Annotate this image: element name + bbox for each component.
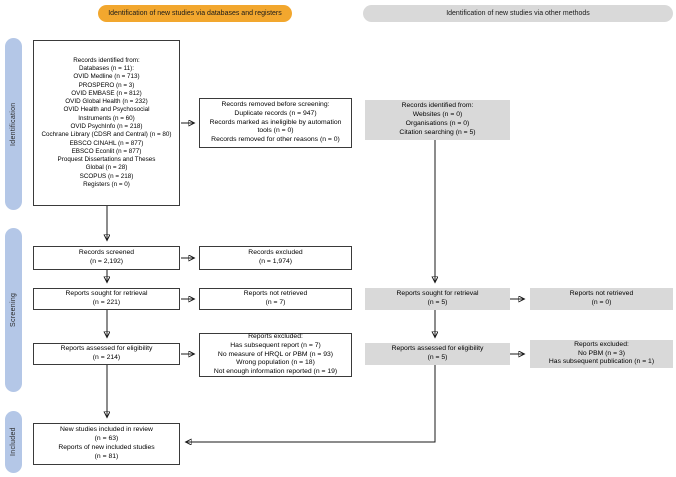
stage-label-identification: Identification <box>5 38 22 210</box>
box-reports-sought-databases: Reports sought for retrieval (n = 221) <box>33 288 180 310</box>
box-reports-sought-other: Reports sought for retrieval (n = 5) <box>365 288 510 310</box>
header-databases-registers: Identification of new studies via databa… <box>98 5 292 22</box>
box-reports-not-retrieved-databases: Reports not retrieved (n = 7) <box>199 288 352 310</box>
box-reports-excluded-other: Reports excluded: No PBM (n = 3) Has sub… <box>530 340 673 368</box>
stage-label-included: Included <box>5 411 22 473</box>
box-reports-not-retrieved-other: Reports not retrieved (n = 0) <box>530 288 673 310</box>
box-records-identified-databases: Records identified from: Databases (n = … <box>33 40 180 206</box>
header-other-methods: Identification of new studies via other … <box>363 5 673 22</box>
box-reports-assessed-other: Reports assessed for eligibility (n = 5) <box>365 343 510 365</box>
box-reports-excluded-databases: Reports excluded: Has subsequent report … <box>199 333 352 377</box>
box-records-identified-other: Records identified from: Websites (n = 0… <box>365 100 510 140</box>
box-records-removed-before-screening: Records removed before screening: Duplic… <box>199 98 352 148</box>
box-records-excluded: Records excluded (n = 1,974) <box>199 246 352 270</box>
box-reports-assessed-databases: Reports assessed for eligibility (n = 21… <box>33 343 180 365</box>
stage-label-screening: Screening <box>5 228 22 392</box>
box-records-screened: Records screened (n = 2,192) <box>33 246 180 270</box>
box-new-studies-included: New studies included in review (n = 63) … <box>33 423 180 465</box>
